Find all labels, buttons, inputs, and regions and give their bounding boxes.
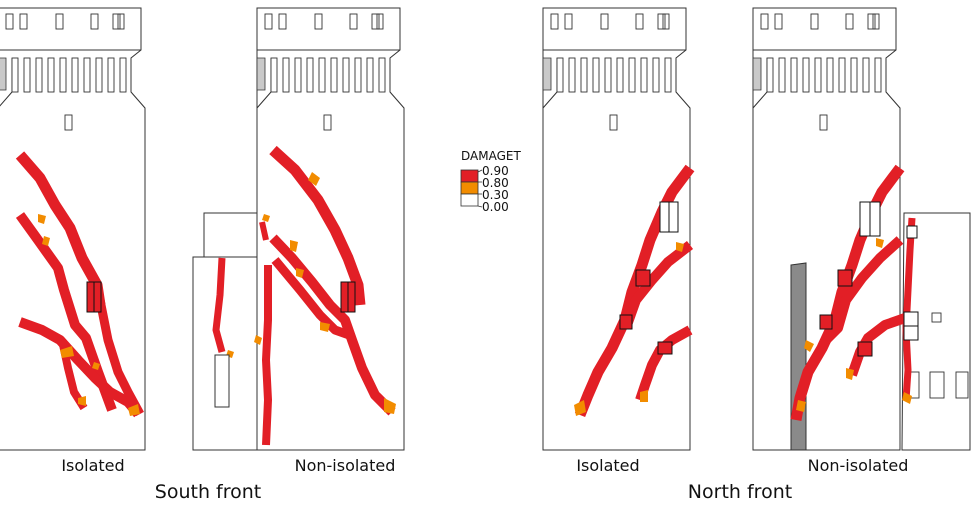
panel-south-nonisolated — [192, 7, 405, 451]
panel-label-north-nonisolated: Non-isolated — [807, 456, 909, 475]
panel-south-isolated — [0, 7, 146, 451]
legend-value-2: 0.30 — [482, 188, 509, 202]
legend-value-3: 0.00 — [482, 200, 509, 214]
legend-swatch-1 — [460, 181, 479, 195]
panel-label-south-isolated: Isolated — [61, 456, 125, 475]
panel-north-isolated — [542, 7, 695, 451]
panel-label-south-nonisolated: Non-isolated — [294, 456, 396, 475]
legend-swatch-0 — [460, 169, 479, 183]
legend-swatches — [460, 169, 483, 208]
legend-value-0: 0.90 — [482, 164, 509, 178]
legend-title: DAMAGET — [461, 149, 521, 163]
panel-north-nonisolated — [752, 7, 971, 451]
panel-label-north-isolated: Isolated — [576, 456, 640, 475]
front-label-south: South front — [154, 481, 262, 503]
front-label-north: North front — [687, 481, 793, 503]
legend-value-1: 0.80 — [482, 176, 509, 190]
legend-swatch-2 — [460, 193, 479, 207]
